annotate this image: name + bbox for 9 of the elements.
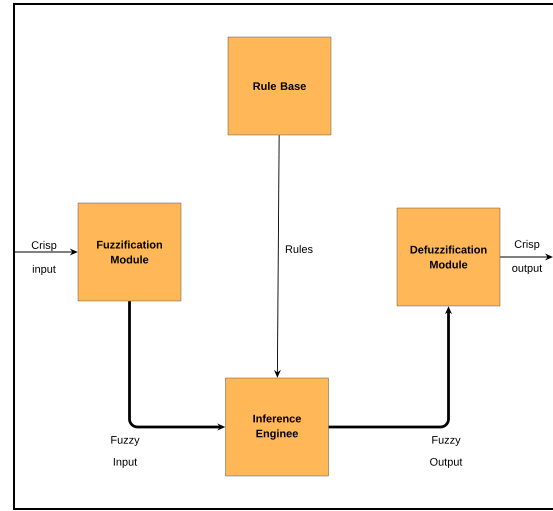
- process-box: Fuzzification Module: [78, 202, 182, 302]
- edge-label: Fuzzy Output: [430, 436, 462, 468]
- edge-label: Crisp input: [32, 240, 56, 276]
- edge-label: Fuzzy Input: [111, 436, 140, 468]
- process-box: Defuzzification Module: [396, 208, 500, 306]
- process-box: Inference Enginee: [225, 378, 329, 476]
- edge-label: Rules: [286, 244, 313, 254]
- edge-label: Crisp output: [512, 240, 542, 274]
- process-box: Rule Base: [228, 36, 332, 136]
